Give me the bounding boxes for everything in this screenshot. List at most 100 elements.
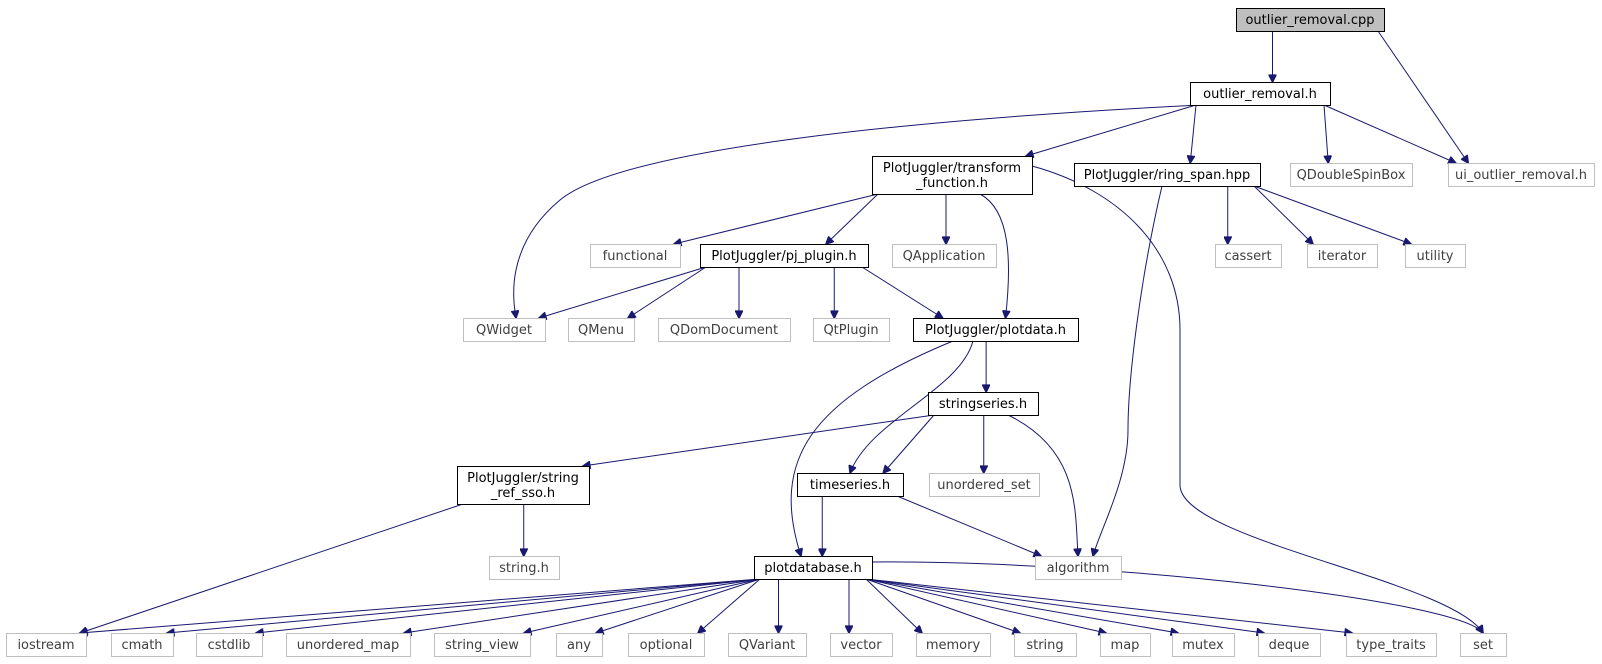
node-label: ui_outlier_removal.h bbox=[1455, 168, 1587, 183]
node-box bbox=[1236, 8, 1385, 32]
node-box bbox=[556, 633, 603, 657]
node-label: QtPlugin bbox=[823, 323, 878, 338]
edge-transform-function-h-to-set bbox=[1031, 165, 1483, 633]
node-label: outlier_removal.cpp bbox=[1245, 13, 1374, 28]
edge-plotdatabase-h-to-cstdlib bbox=[256, 578, 761, 633]
node-cstdlib: cstdlib bbox=[196, 633, 263, 657]
node-box bbox=[1100, 633, 1151, 657]
node-label: plotdatabase.h bbox=[764, 561, 862, 576]
node-box bbox=[111, 633, 174, 657]
node-box bbox=[913, 318, 1079, 342]
node-label: any bbox=[567, 638, 591, 653]
node-box bbox=[1290, 163, 1413, 187]
node-deque: deque bbox=[1258, 633, 1321, 657]
node-label: mutex bbox=[1182, 638, 1224, 653]
node-iostream: iostream bbox=[6, 633, 87, 657]
node-label: memory bbox=[926, 638, 981, 653]
edge-plotdatabase-h-to-string-view bbox=[524, 578, 761, 633]
node-ui-outlier-removal-h: ui_outlier_removal.h bbox=[1448, 163, 1595, 187]
node-box bbox=[489, 556, 560, 580]
edge-plotdatabase-h-to-unordered-map bbox=[404, 578, 761, 633]
node-label: unordered_map bbox=[297, 638, 400, 653]
edge-plotdatabase-h-to-any bbox=[596, 578, 761, 633]
node-map: map bbox=[1100, 633, 1151, 657]
node-qvariant: QVariant bbox=[728, 633, 807, 657]
node-box bbox=[1074, 163, 1261, 187]
node-box bbox=[700, 244, 869, 268]
node-box bbox=[1307, 244, 1378, 268]
node-any: any bbox=[556, 633, 603, 657]
node-label: QDoubleSpinBox bbox=[1297, 168, 1406, 183]
node-timeseries-h[interactable]: timeseries.h bbox=[797, 473, 904, 497]
node-qapplication: QApplication bbox=[892, 244, 997, 268]
node-mutex: mutex bbox=[1172, 633, 1235, 657]
node-label: _function.h bbox=[915, 176, 988, 191]
node-functional: functional bbox=[590, 244, 681, 268]
node-label: QWidget bbox=[476, 323, 532, 338]
node-set: set bbox=[1460, 633, 1507, 657]
edge-outlier-removal-h-to-qwidget bbox=[514, 104, 1201, 318]
node-box bbox=[463, 318, 546, 342]
node-qmenu: QMenu bbox=[568, 318, 635, 342]
edge-ring-span-hpp-to-iterator bbox=[1253, 185, 1313, 244]
node-label: utility bbox=[1417, 249, 1454, 264]
node-label: PlotJuggler/plotdata.h bbox=[925, 323, 1066, 338]
node-transform-function-h[interactable]: PlotJuggler/transform_function.h bbox=[872, 156, 1033, 195]
node-label: PlotJuggler/string bbox=[467, 471, 579, 486]
node-label: PlotJuggler/transform bbox=[883, 161, 1021, 176]
node-label: deque bbox=[1269, 638, 1310, 653]
edge-stringseries-h-to-string-ref-sso-h bbox=[583, 414, 935, 466]
edge-ring-span-hpp-to-utility bbox=[1253, 185, 1411, 244]
node-label: stringseries.h bbox=[939, 397, 1027, 412]
node-cassert: cassert bbox=[1215, 244, 1282, 268]
edge-plotdatabase-h-to-deque bbox=[865, 578, 1264, 633]
edge-timeseries-h-to-algorithm bbox=[896, 495, 1041, 556]
node-ring-span-hpp[interactable]: PlotJuggler/ring_span.hpp bbox=[1074, 163, 1261, 187]
node-box bbox=[1014, 633, 1077, 657]
node-string-ref-sso-h[interactable]: PlotJuggler/string_ref_sso.h bbox=[457, 466, 590, 505]
node-label: timeseries.h bbox=[810, 478, 890, 493]
node-label: algorithm bbox=[1047, 561, 1110, 576]
node-pj-plugin-h[interactable]: PlotJuggler/pj_plugin.h bbox=[700, 244, 869, 268]
node-outlier-removal-h[interactable]: outlier_removal.h bbox=[1190, 82, 1331, 106]
node-box bbox=[830, 633, 893, 657]
node-label: string bbox=[1026, 638, 1063, 653]
node-qdomdocument: QDomDocument bbox=[658, 318, 791, 342]
node-iterator: iterator bbox=[1307, 244, 1378, 268]
edge-transform-function-h-to-pj-plugin-h bbox=[826, 193, 879, 244]
node-box bbox=[457, 466, 590, 505]
node-plotdatabase-h[interactable]: plotdatabase.h bbox=[754, 556, 873, 580]
node-label: string.h bbox=[499, 561, 549, 576]
edge-transform-function-h-to-plotdata-h bbox=[979, 193, 1009, 318]
node-box bbox=[928, 392, 1039, 416]
node-label: outlier_removal.h bbox=[1203, 87, 1317, 102]
edge-pj-plugin-h-to-plotdata-h bbox=[861, 266, 943, 318]
node-box bbox=[196, 633, 263, 657]
node-label: PlotJuggler/pj_plugin.h bbox=[711, 249, 856, 264]
node-box bbox=[916, 633, 991, 657]
edge-stringseries-h-to-algorithm bbox=[1007, 414, 1078, 556]
node-label: vector bbox=[840, 638, 882, 653]
edge-plotdatabase-h-to-map bbox=[865, 578, 1106, 633]
node-qwidget: QWidget bbox=[463, 318, 546, 342]
edge-plotdatabase-h-to-set bbox=[871, 561, 1483, 633]
node-outlier-removal-cpp[interactable]: outlier_removal.cpp bbox=[1236, 8, 1385, 32]
node-unordered-set: unordered_set bbox=[929, 473, 1040, 497]
node-label: cmath bbox=[121, 638, 162, 653]
edge-plotdatabase-h-to-mutex bbox=[865, 578, 1178, 633]
edge-transform-function-h-to-functional bbox=[674, 193, 879, 244]
node-label: QApplication bbox=[903, 249, 986, 264]
edge-pj-plugin-h-to-qwidget bbox=[539, 266, 707, 318]
node-box bbox=[1172, 633, 1235, 657]
edge-pj-plugin-h-to-qmenu bbox=[628, 266, 707, 318]
node-plotdata-h[interactable]: PlotJuggler/plotdata.h bbox=[913, 318, 1079, 342]
edge-plotdatabase-h-to-optional bbox=[698, 578, 761, 633]
node-box bbox=[286, 633, 411, 657]
node-box bbox=[1448, 163, 1595, 187]
node-optional: optional bbox=[628, 633, 705, 657]
node-stringseries-h[interactable]: stringseries.h bbox=[928, 392, 1039, 416]
node-box bbox=[1460, 633, 1507, 657]
node-string-h: string.h bbox=[489, 556, 560, 580]
edge-outlier-removal-cpp-to-ui-outlier-removal-h bbox=[1377, 30, 1468, 163]
node-box bbox=[892, 244, 997, 268]
